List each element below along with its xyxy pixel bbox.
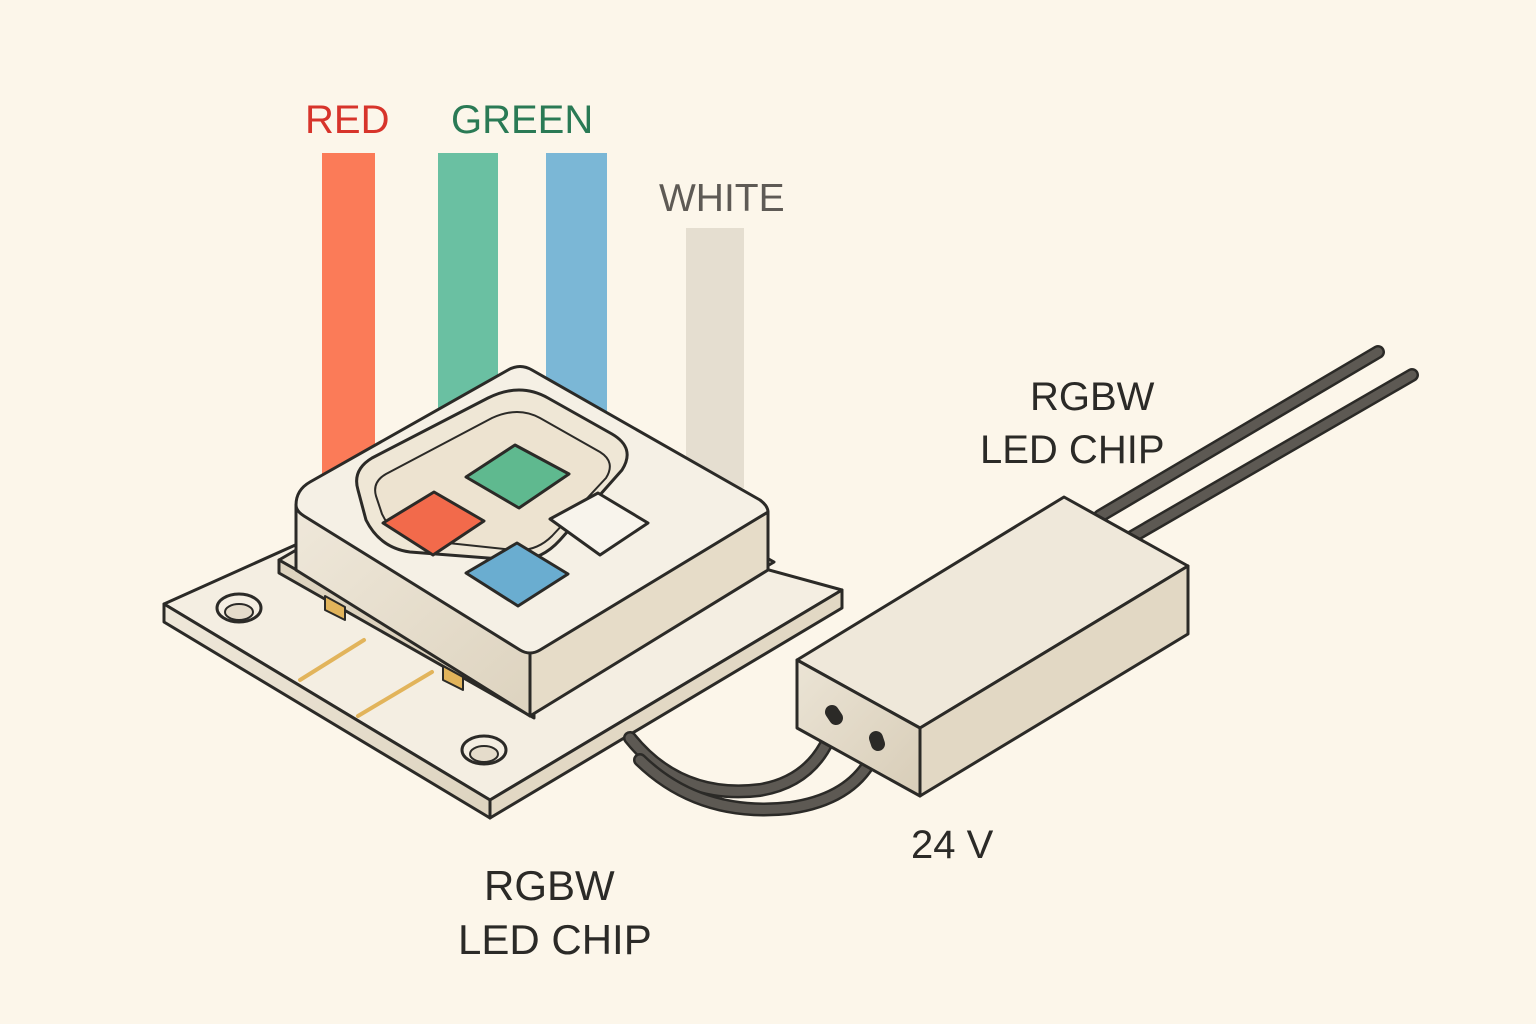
green-beam — [438, 153, 498, 413]
green-die — [464, 443, 571, 510]
led-driver-box — [795, 495, 1190, 798]
driver-label-line1: RGBW — [1030, 375, 1155, 419]
light-beams — [322, 153, 744, 488]
blue-die — [464, 541, 570, 608]
chip-label-line2: LED CHIP — [458, 916, 652, 963]
driver-side-face — [918, 564, 1190, 798]
white-label: WHITE — [659, 177, 785, 220]
pcb-traces — [298, 638, 434, 718]
input-wire-1 — [625, 713, 841, 796]
white-beam — [686, 228, 744, 488]
solder-pad-left — [324, 595, 346, 621]
blue-beam — [546, 153, 607, 413]
output-wires — [1093, 345, 1419, 545]
green-label: GREEN — [451, 98, 593, 142]
input-wire-2 — [635, 739, 883, 814]
red-beam — [322, 153, 375, 483]
chip-label-line1: RGBW — [484, 862, 615, 909]
led-dies — [381, 443, 650, 608]
driver-label-line2: LED CHIP — [980, 428, 1165, 472]
white-die — [548, 491, 650, 557]
led-package — [277, 365, 776, 720]
input-wires — [623, 711, 885, 817]
solder-pad-right — [442, 665, 464, 691]
red-die — [381, 490, 486, 557]
voltage-label: 24 V — [911, 823, 994, 867]
red-label: RED — [305, 98, 389, 142]
